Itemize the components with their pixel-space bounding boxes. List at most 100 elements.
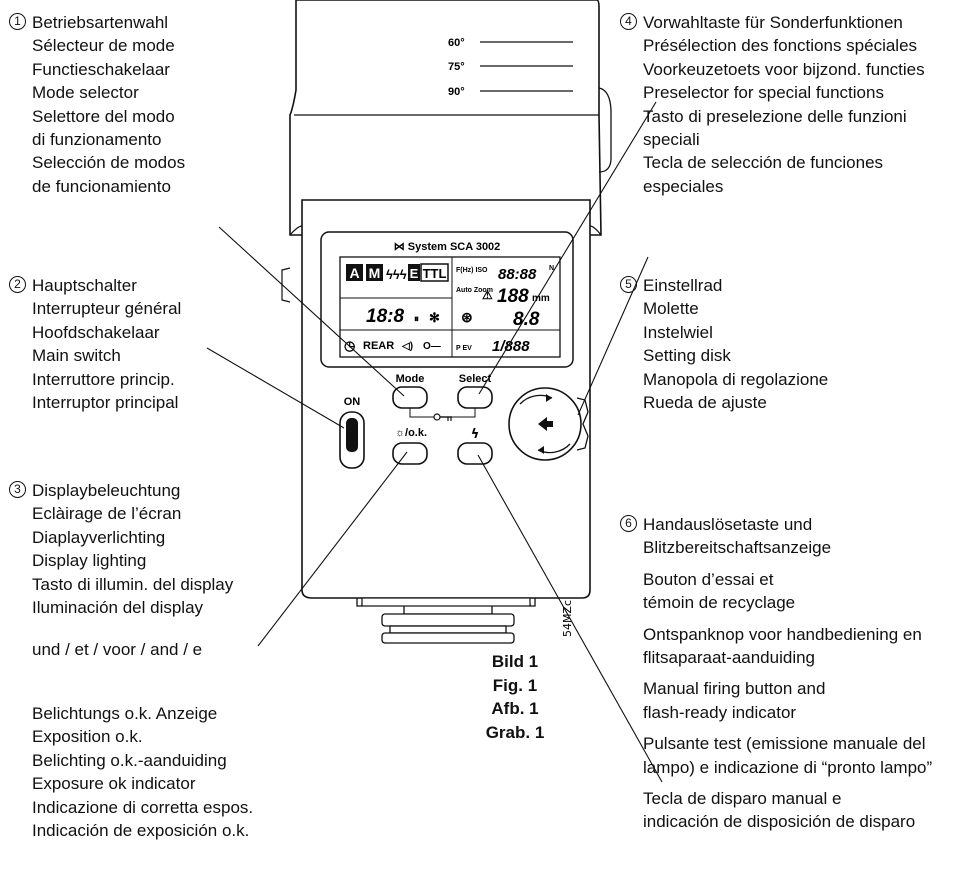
callout-line: Main switch	[32, 346, 121, 366]
callout-line: Hauptschalter	[32, 276, 137, 295]
callout-number: 4	[620, 13, 637, 30]
exposure-line: Exposure ok indicator	[32, 774, 196, 794]
manual-firing-button[interactable]	[457, 442, 493, 465]
lcd-auto-zoom: Auto Zoom	[456, 287, 493, 294]
callout-line: Selettore del modo	[32, 106, 175, 126]
lcd-pev-label: P EV	[456, 345, 472, 352]
callout-line: Rueda de ajuste	[643, 393, 767, 413]
callout-line: Setting disk	[643, 346, 731, 366]
callout-line: Sélecteur de mode	[32, 36, 175, 56]
exposure-line: Belichtungs o.k. Anzeige	[32, 704, 218, 723]
callout-line: de funcionamiento	[32, 176, 171, 196]
lcd-key-symbol: O—	[423, 341, 441, 352]
lcd-exp-digits: 18:8	[366, 306, 404, 327]
lcd-ev-digits: 1/888	[492, 338, 530, 355]
callout-line: Interruptor principal	[32, 393, 179, 413]
figure-label-nl: Afb. 1	[491, 699, 539, 718]
callout-2: 2 Hauptschalter Interrupteur général Hoo…	[9, 274, 181, 414]
callout-line: Manopola di regolazione	[643, 369, 829, 389]
callout-line: Manual firing button and	[643, 679, 826, 699]
tilt-angle-scale: 60° 75° 90°	[448, 37, 573, 98]
callout-line: indicación de disposición de disparo	[643, 812, 916, 832]
callout-line: Bouton d’essai et	[643, 569, 774, 589]
callout-line: Diaplayverlichting	[32, 527, 166, 547]
lcd-warning-symbol: ⚠	[482, 288, 493, 302]
callout-line: Betriebsartenwahl	[32, 13, 169, 32]
lcd-mode-ttl: TTL	[423, 266, 447, 281]
angle-90: 90°	[448, 86, 465, 98]
callout-line: Tasto di illumin. del display	[32, 574, 234, 594]
figure-label: Bild 1 Fig. 1 Afb. 1 Grab. 1	[470, 650, 560, 744]
callout-line: Présélection des fonctions spéciales	[643, 36, 918, 56]
conjunction-text: und / et / voor / and / e	[32, 638, 202, 661]
callout-line: Tecla de selección de funciones	[643, 153, 884, 173]
lcd-lens-symbol: ⊛	[461, 309, 473, 325]
callout-line: Pulsante test (emissione manuale del	[643, 734, 926, 754]
angle-60: 60°	[448, 37, 465, 49]
callout-number: 6	[620, 515, 637, 532]
callout-4: 4 Vorwahltaste für Sonderfunktionen Prés…	[620, 11, 925, 198]
exposure-line: Indicación de exposición o.k.	[32, 821, 250, 841]
callout-number: 5	[620, 276, 637, 293]
callout-line: Blitzbereitschaftsanzeige	[643, 538, 832, 558]
on-label: ON	[344, 396, 361, 408]
callout-line: Display lighting	[32, 551, 147, 571]
figure-label-it: Grab. 1	[485, 722, 545, 742]
lcd-iso-label: F(Hz) ISO	[456, 267, 488, 274]
mode-label: Mode	[396, 373, 425, 385]
callout-line: Voorkeuzetoets voor bijzond. functies	[643, 59, 925, 79]
conjunction-line: und / et / voor / and / e	[32, 640, 203, 659]
svg-text:⏸: ⏸	[414, 314, 419, 325]
callout-line: Instelwiel	[643, 322, 713, 342]
arrow-left-icon	[538, 417, 547, 431]
flash-label: ϟ	[471, 427, 480, 442]
callout-line: Ontspanknop voor handbediening en	[643, 624, 922, 644]
angle-75: 75°	[448, 61, 465, 73]
display-light-button[interactable]	[392, 442, 428, 465]
callout-line: especiales	[643, 176, 724, 196]
lcd-speaker-symbol: ◁)	[401, 341, 413, 352]
brand-label: ⋈ System SCA 3002	[394, 241, 501, 253]
callout-line: flash-ready indicator	[643, 702, 797, 722]
callout-3: 3 Displaybeleuchtung Eclàirage de l’écra…	[9, 479, 233, 619]
callout-line: speciali	[643, 130, 700, 150]
callout-line: Mode selector	[32, 83, 139, 103]
callout-line: flitsaparaat-aanduiding	[643, 648, 816, 668]
lcd-zoom-digits: 188	[497, 286, 529, 307]
lcd-mode-e: E	[410, 266, 419, 281]
callout-line: Eclàirage de l’écran	[32, 504, 182, 524]
callout-line: Interrupteur général	[32, 299, 182, 319]
callout-line: Handauslösetaste und	[643, 515, 813, 534]
lcd-clock-symbol: ◷	[344, 338, 355, 353]
select-button[interactable]	[457, 386, 493, 409]
key-lock-icon	[433, 413, 452, 421]
callout-line: lampo) e indicazione di “pronto lampo”	[643, 757, 933, 777]
callout-line: Hoofdschakelaar	[32, 322, 160, 342]
setting-dial[interactable]	[508, 387, 589, 461]
lcd-mode-multi: ϟϟϟ	[386, 267, 407, 282]
lcd-mode-a: A	[349, 265, 359, 281]
callout-line: Iluminación del display	[32, 598, 204, 618]
callout-line: Preselector for special functions	[643, 83, 884, 103]
exposure-line: Indicazione di corretta espos.	[32, 797, 254, 817]
figure-label-fr: Fig. 1	[492, 675, 538, 695]
exposure-ok-block: Belichtungs o.k. Anzeige Exposition o.k.…	[32, 702, 253, 842]
callout-line: Displaybeleuchtung	[32, 481, 181, 500]
callout-6: 6 Handauslösetaste und Blitzbereitschaft…	[620, 513, 975, 834]
lcd-display: A M ϟϟϟ E TTL 18:8 ⏸ ✻ ◷ REAR ◁) O— F(Hz…	[339, 256, 561, 358]
callout-line: Molette	[643, 299, 699, 319]
lcd-aperture-digits: 8.8	[513, 309, 540, 330]
lcd-top-digits: 88:88	[498, 266, 537, 283]
lcd-mode-m: M	[369, 265, 381, 281]
callout-1: 1 Betriebsartenwahl Sélecteur de mode Fu…	[9, 11, 185, 198]
callout-line: Tecla de disparo manual e	[643, 789, 842, 809]
exposure-line: Exposition o.k.	[32, 727, 143, 747]
callout-line: Vorwahltaste für Sonderfunktionen	[643, 13, 903, 32]
callout-line: témoin de recyclage	[643, 593, 796, 613]
svg-text:✻: ✻	[429, 310, 440, 325]
figure-label-de: Bild 1	[491, 652, 539, 671]
select-label: Select	[459, 373, 492, 385]
callout-number: 2	[9, 276, 26, 293]
callout-5: 5 Einstellrad Molette Instelwiel Setting…	[620, 274, 828, 414]
